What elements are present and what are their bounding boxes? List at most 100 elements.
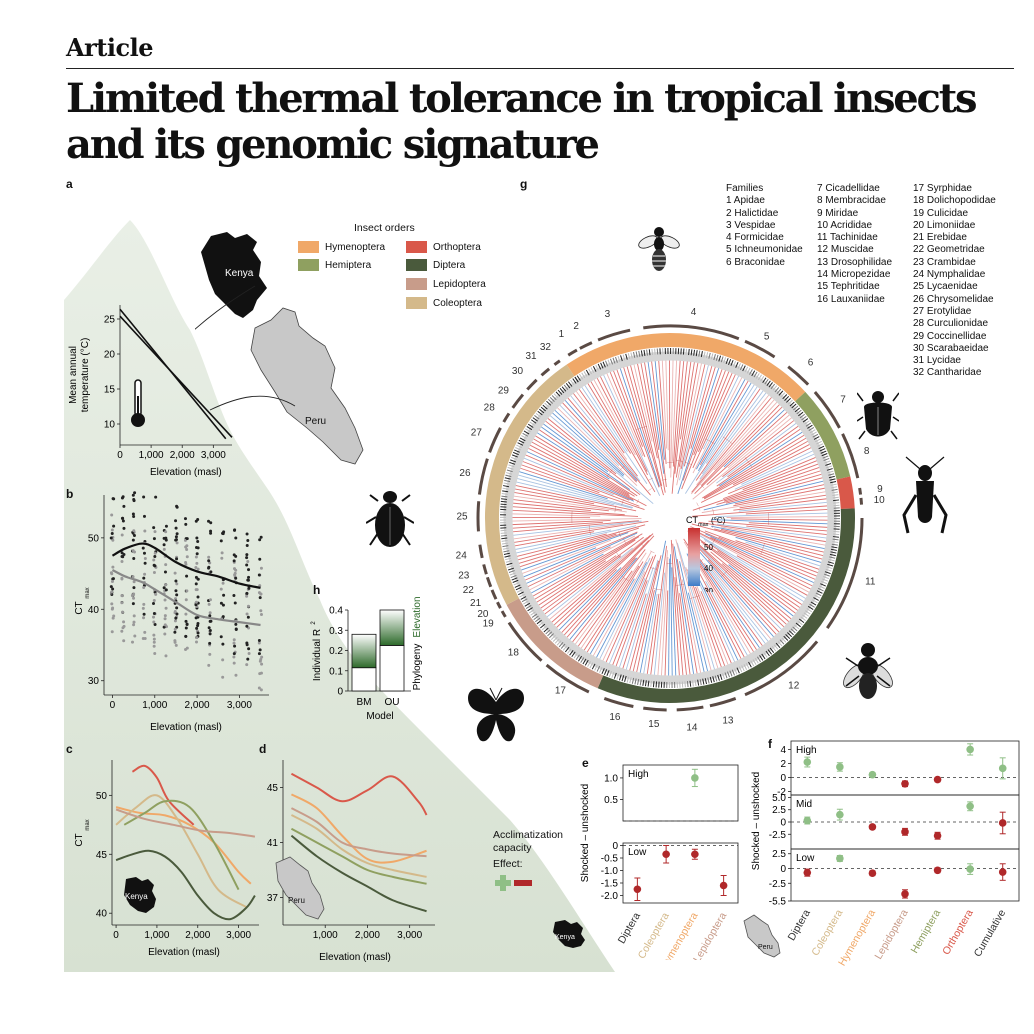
tree-branch	[685, 384, 755, 494]
tree-branch	[746, 525, 828, 535]
tree-branch	[690, 366, 716, 449]
scatter-point	[132, 623, 136, 627]
tree-branch	[699, 392, 767, 480]
tree-branch	[524, 531, 638, 581]
family-arc	[579, 341, 593, 350]
tree-branch	[657, 550, 668, 676]
family-arc	[709, 697, 737, 708]
tree-branch	[694, 406, 783, 494]
tree-branch	[587, 382, 631, 454]
tree-arc	[661, 479, 667, 481]
barcode-tick	[765, 650, 770, 657]
x-tick-label: 3,000	[227, 700, 252, 711]
barcode-tick	[688, 349, 690, 356]
scatter-point	[220, 556, 224, 560]
family-arc	[676, 705, 704, 712]
tree-branch	[512, 509, 639, 517]
barcode-tick	[751, 370, 756, 377]
tree-branch	[711, 525, 826, 550]
barcode-tick	[652, 681, 655, 688]
barcode-tick	[735, 362, 739, 368]
barcode-tick	[503, 552, 510, 555]
scatter-point	[232, 638, 236, 642]
barcode-tick	[729, 670, 733, 677]
tree-branch	[680, 363, 706, 470]
barcode-tick	[736, 667, 740, 674]
barcode-tick	[525, 428, 531, 433]
effect-point	[868, 869, 877, 878]
effect-point	[998, 764, 1007, 773]
barcode-tick	[534, 415, 540, 420]
scatter-point	[162, 543, 166, 547]
barcode-tick	[786, 397, 791, 403]
family-number: 15	[648, 719, 660, 730]
tree-branch	[698, 521, 827, 543]
category-label: Hemiptera	[909, 907, 944, 955]
kenya-map-small-c: Kenya	[124, 877, 156, 913]
barcode-tick	[787, 399, 793, 405]
facet-label: High	[796, 745, 817, 756]
panel-label-e: e	[582, 756, 589, 770]
barcode-tick	[800, 616, 806, 621]
scatter-point	[173, 619, 177, 623]
tree-branch	[616, 369, 660, 488]
families-title: Families	[726, 183, 764, 194]
bar-phylogeny-bm	[351, 667, 377, 692]
tree-branch	[547, 417, 617, 475]
barcode-tick	[532, 417, 538, 422]
tree-branch	[690, 505, 828, 517]
barcode-tick	[507, 567, 515, 571]
barcode-tick	[596, 665, 601, 672]
barcode-tick	[643, 349, 646, 357]
barcode-tick	[797, 620, 803, 626]
families-col-3: 17 Syrphidae 18 Dolichopodidae 19 Culici…	[913, 183, 996, 380]
barcode-tick	[609, 358, 614, 365]
scatter-point	[111, 587, 115, 591]
scatter-point	[234, 536, 238, 540]
tree-branch	[681, 579, 702, 674]
barcode-tick	[742, 365, 746, 372]
tree-branch	[521, 539, 612, 575]
barcode-tick	[505, 560, 512, 563]
tree-branch	[571, 549, 646, 643]
barcode-tick	[646, 349, 648, 356]
barcode-tick	[591, 663, 596, 670]
scatter-point	[112, 524, 116, 528]
tree-branch	[702, 390, 764, 475]
scatter-point	[184, 561, 188, 565]
x-tick-label: 1,000	[142, 700, 167, 711]
barcode-tick	[521, 598, 528, 603]
tree-branch	[691, 396, 773, 493]
scatter-point	[245, 663, 249, 667]
panel-label-b: b	[66, 487, 74, 501]
family-item: 14 Micropezidae	[817, 269, 891, 281]
scatter-point	[245, 553, 249, 557]
family-item: 4 Formicidae	[726, 232, 784, 244]
scatter-point	[131, 512, 135, 516]
tree-branch	[551, 534, 651, 623]
tree-branch	[517, 474, 634, 508]
effect-point	[719, 881, 728, 890]
scatter-point	[132, 529, 136, 533]
scatter-point	[173, 571, 177, 575]
tree-arc	[615, 551, 621, 559]
barcode-tick	[794, 624, 800, 630]
barcode-tick	[830, 551, 837, 554]
peru-map-shape	[250, 307, 364, 465]
tree-branch	[711, 570, 769, 642]
tree-arc	[712, 538, 716, 544]
scatter-point	[195, 636, 199, 640]
tree-branch	[687, 592, 709, 672]
barcode-tick	[746, 367, 751, 374]
scatter-point	[245, 532, 249, 536]
family-number: 25	[456, 512, 468, 523]
scatter-point	[232, 661, 236, 665]
legend-swatch	[406, 241, 427, 253]
barcode-tick	[823, 457, 830, 462]
scatter-point	[174, 597, 178, 601]
barcode-tick	[830, 481, 837, 484]
tree-branch	[534, 435, 635, 497]
family-item: 23 Crambidae	[913, 256, 976, 268]
kenya-map-shape	[201, 232, 267, 318]
barcode-tick	[826, 566, 833, 570]
